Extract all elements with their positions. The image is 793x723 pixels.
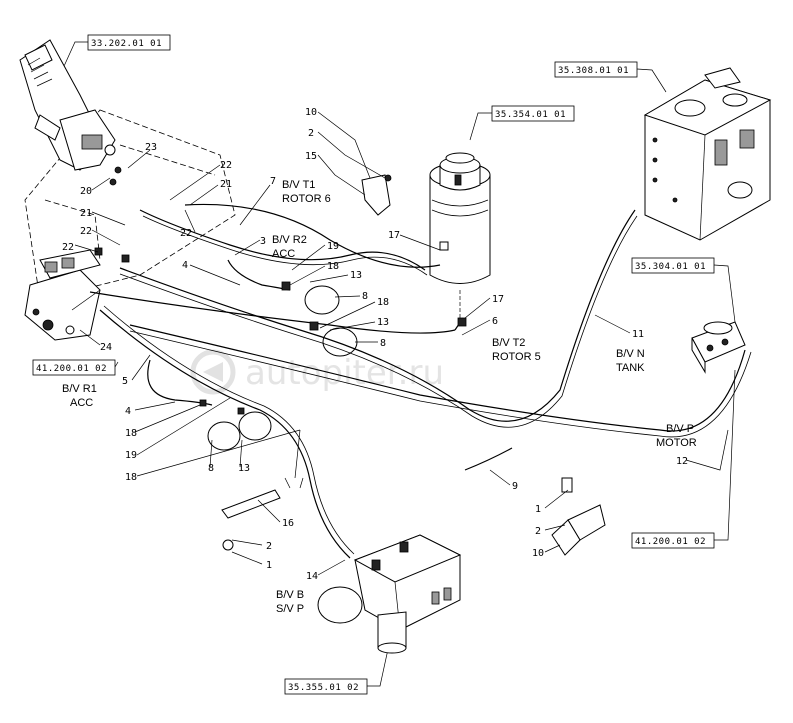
part-number-13: 13 — [238, 463, 250, 474]
part-number-13: 13 — [350, 270, 362, 281]
ref-box-35-354[interactable]: 35.354.01 01 — [491, 105, 575, 122]
ref-box-41-200-left[interactable]: 41.200.01 02 — [32, 359, 116, 376]
part-number-8: 8 — [208, 463, 214, 474]
label-motor: MOTOR — [656, 437, 697, 449]
part-number-2: 2 — [266, 541, 272, 552]
part-number-9: 9 — [512, 481, 518, 492]
label-tank: TANK — [616, 362, 645, 374]
ref-box-text[interactable]: 33.202.01 01 — [91, 39, 162, 49]
part-number-18: 18 — [327, 261, 339, 272]
part-number-24: 24 — [100, 342, 112, 353]
part-numbers: 23 22 21 20 21 22 22 22 3 7 10 2 15 19 1… — [62, 107, 688, 582]
part-number-22: 22 — [62, 242, 74, 253]
part-number-8: 8 — [380, 338, 386, 349]
ref-box-35-355[interactable]: 35.355.01 02 — [284, 678, 368, 695]
left-valve-block[interactable] — [24, 249, 101, 341]
part-number-2: 2 — [308, 128, 314, 139]
part-number-22: 22 — [180, 228, 192, 239]
part-number-4: 4 — [125, 406, 131, 417]
ref-box-text[interactable]: 35.304.01 01 — [635, 262, 706, 272]
part-number-17: 17 — [492, 294, 504, 305]
part-number-23: 23 — [145, 142, 157, 153]
label-sv-p: S/V P — [276, 603, 304, 615]
ref-box-text[interactable]: 35.354.01 01 — [495, 110, 566, 120]
accumulators[interactable] — [207, 285, 358, 451]
hydraulic-tank[interactable] — [643, 67, 772, 241]
part-number-1: 1 — [535, 504, 541, 515]
part-number-22: 22 — [80, 226, 92, 237]
ref-box-text[interactable]: 41.200.01 02 — [635, 537, 706, 547]
part-number-6: 6 — [492, 316, 498, 327]
ref-leaders — [59, 41, 736, 687]
ref-box-35-304[interactable]: 35.304.01 01 — [631, 257, 715, 274]
part-number-16: 16 — [282, 518, 294, 529]
clamps-and-fittings — [94, 174, 606, 556]
ref-box-text[interactable]: 35.355.01 02 — [288, 683, 359, 693]
rotor-cylinder[interactable] — [429, 152, 491, 320]
part-number-21: 21 — [80, 208, 92, 219]
part-number-18: 18 — [125, 428, 137, 439]
part-number-19: 19 — [125, 450, 137, 461]
label-bv-r1: B/V R1 — [62, 383, 97, 395]
part-number-20: 20 — [80, 186, 92, 197]
label-bv-p: B/V P — [666, 423, 694, 435]
part-number-10: 10 — [532, 548, 544, 559]
ref-box-text[interactable]: 41.200.01 02 — [36, 364, 107, 374]
watermark: autopiter.ru — [190, 349, 444, 395]
part-number-2: 2 — [535, 526, 541, 537]
bottom-valve-block[interactable] — [317, 534, 462, 654]
part-number-11: 11 — [632, 329, 644, 340]
part-number-18: 18 — [377, 297, 389, 308]
part-number-7: 7 — [270, 176, 276, 187]
ref-box-41-200-right[interactable]: 41.200.01 02 — [631, 532, 715, 549]
part-number-8: 8 — [362, 291, 368, 302]
part-number-4: 4 — [182, 260, 188, 271]
part-number-19: 19 — [327, 241, 339, 252]
ref-box-text[interactable]: 35.308.01 01 — [558, 66, 629, 76]
callout-leaders — [74, 111, 729, 576]
label-r2-acc: ACC — [272, 248, 295, 260]
label-r1-acc: ACC — [70, 397, 93, 409]
hose-labels: B/V T1 ROTOR 6 B/V R2 ACC B/V T2 ROTOR 5… — [62, 179, 697, 615]
label-bv-n: B/V N — [616, 348, 645, 360]
part-number-10: 10 — [305, 107, 317, 118]
label-rotor-6: ROTOR 6 — [282, 193, 331, 205]
ref-box-33-202[interactable]: 33.202.01 01 — [87, 34, 171, 51]
part-number-3: 3 — [260, 236, 266, 247]
brake-pedal-assembly[interactable] — [19, 39, 122, 186]
part-number-18: 18 — [125, 472, 137, 483]
part-number-21: 21 — [220, 179, 232, 190]
part-number-14: 14 — [306, 571, 318, 582]
part-number-17: 17 — [388, 230, 400, 241]
part-number-15: 15 — [305, 151, 317, 162]
part-number-5: 5 — [122, 376, 128, 387]
label-bv-r2: B/V R2 — [272, 234, 307, 246]
part-number-12: 12 — [676, 456, 688, 467]
part-number-13: 13 — [377, 317, 389, 328]
part-number-1: 1 — [266, 560, 272, 571]
label-bv-b: B/V B — [276, 589, 304, 601]
label-bv-t2: B/V T2 — [492, 337, 525, 349]
label-bv-t1: B/V T1 — [282, 179, 315, 191]
motor[interactable] — [691, 321, 746, 374]
ref-box-35-308[interactable]: 35.308.01 01 — [554, 61, 638, 78]
label-rotor-5: ROTOR 5 — [492, 351, 541, 363]
part-number-22: 22 — [220, 160, 232, 171]
